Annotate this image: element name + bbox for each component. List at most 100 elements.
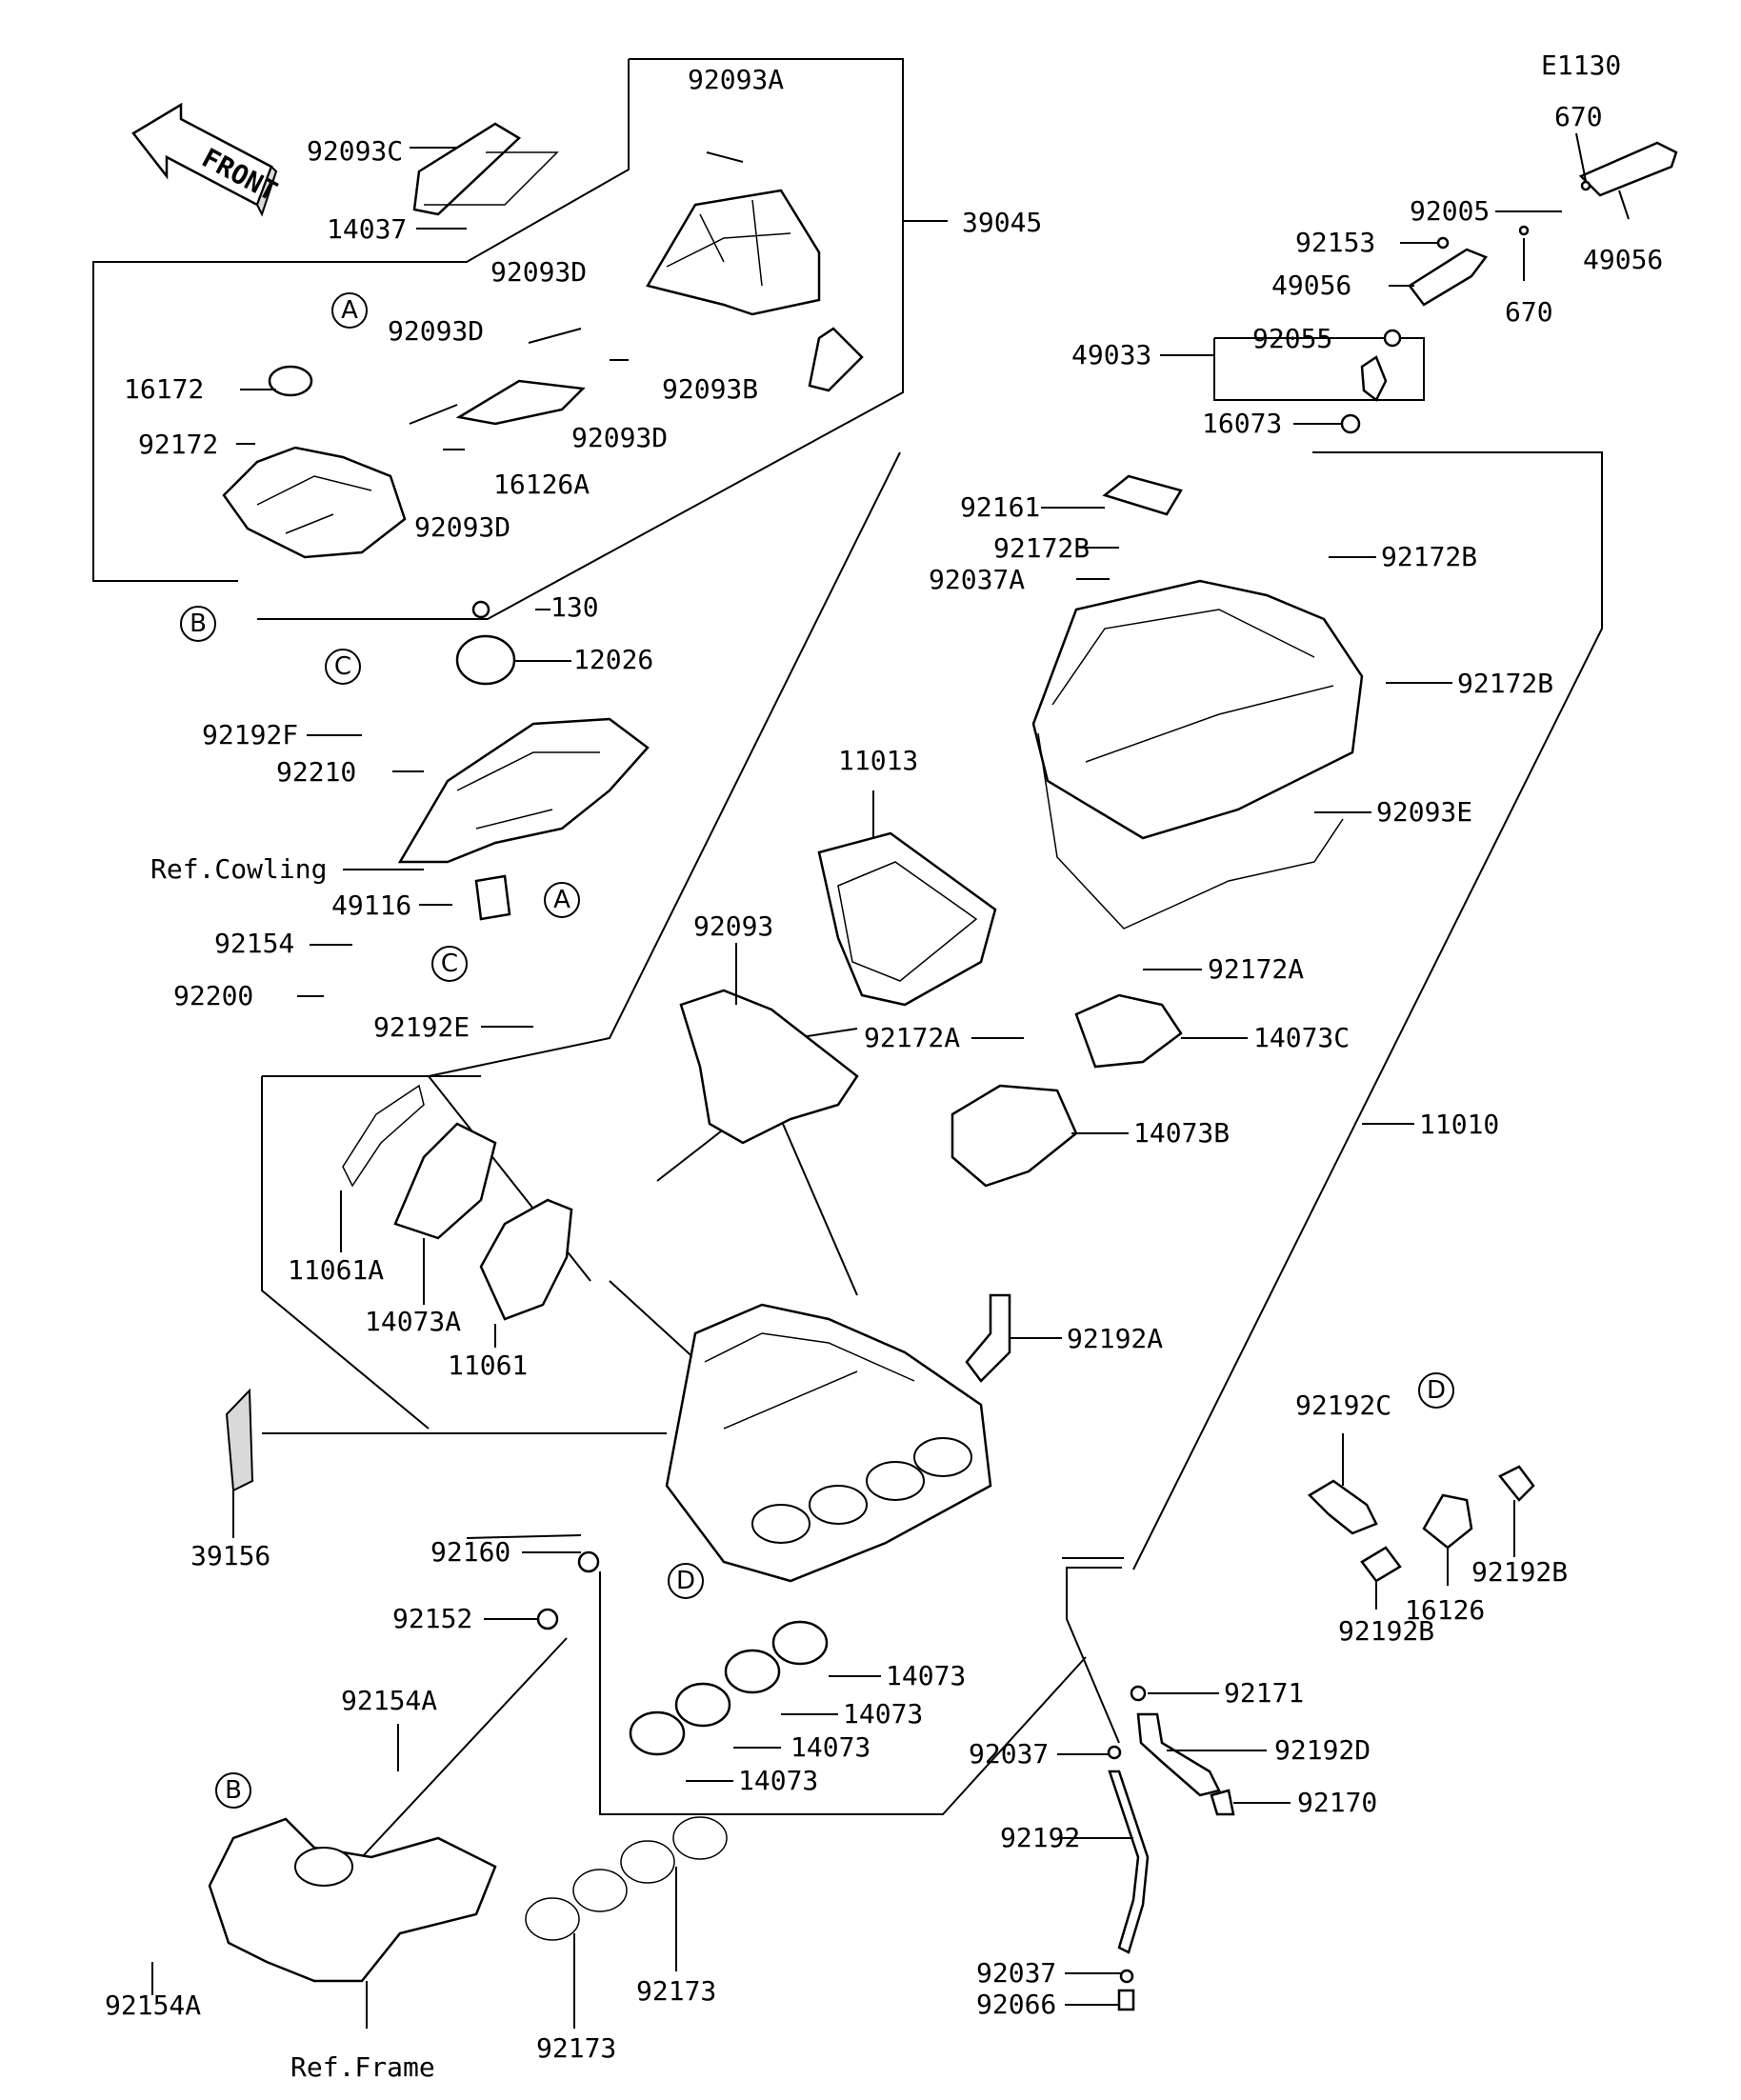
label-11010: 11010 [1419,1109,1499,1140]
lower-duct-cover [222,446,407,559]
airbox-cover [1031,579,1364,840]
grommet-92160 [577,1550,600,1573]
callout-c-mid: C [431,946,468,982]
label-92192: 92192 [1000,1822,1080,1853]
gasket-92093 [679,989,859,1145]
callout-b-top: B [180,606,216,642]
hose-92192b-upper [1498,1465,1535,1502]
label-14073-c: 14073 [790,1731,870,1763]
label-92093d-d: 92093D [414,511,510,543]
label-92154a-top: 92154A [341,1685,437,1716]
label-16126: 16126 [1405,1594,1485,1626]
callout-d-right: D [1418,1372,1454,1409]
diagram-code: E1130 [1541,50,1621,81]
label-49116: 49116 [331,890,411,921]
svg-text:A: A [341,296,358,325]
label-92200: 92200 [173,980,253,1011]
label-92173-left: 92173 [536,2032,616,2064]
label-92093e: 92093E [1376,796,1472,828]
valve-16126 [1422,1493,1473,1550]
bolt-92153 [1436,236,1450,250]
part-labels: E1130 92093A 92093C 14037 39045 92093D 9… [105,50,1663,2083]
label-49056-right: 49056 [1583,244,1663,275]
callout-d-box: D [668,1563,704,1599]
label-ref-frame: Ref.Frame [290,2051,435,2083]
hose-92192 [1108,1770,1150,1954]
label-14073-d: 14073 [738,1765,818,1796]
clamp-92037-lower [1119,1969,1134,1984]
svg-text:D: D [1427,1376,1446,1405]
label-92192a: 92192A [1067,1323,1163,1354]
svg-text:A: A [553,886,570,914]
label-49056-left: 49056 [1271,270,1351,301]
label-92172b-b: 92172B [1381,541,1477,572]
label-92154a-bottom: 92154A [105,1990,201,2021]
label-670-top: 670 [1554,101,1603,132]
callout-c-top: C [325,649,361,685]
cover-14073a [393,1122,497,1240]
label-92037-bottom: 92037 [976,1957,1056,1989]
sensor-49116 [474,874,511,921]
label-92093a: 92093A [688,64,784,95]
label-92172b-c: 92172B [1457,668,1553,699]
label-16073: 16073 [1202,408,1282,439]
label-92210: 92210 [276,756,356,788]
svg-text:C: C [334,652,351,681]
bushing-16073 [1340,413,1361,434]
svg-text:C: C [441,950,458,978]
callout-b-bottom: B [215,1772,251,1809]
label-92172: 92172 [138,429,218,460]
leader-lines [151,132,1630,2029]
clamp-92037 [1107,1745,1122,1760]
svg-text:B: B [190,610,207,638]
valve-cap [268,365,313,397]
label-130: 130 [550,591,599,623]
frame-section [208,1817,497,1983]
front-arrow-icon: FRONT [131,102,283,217]
clamps-92173 [525,1816,728,1941]
label-14073b: 14073B [1133,1117,1230,1149]
label-92161: 92161 [960,491,1040,523]
label-92037a: 92037A [929,564,1025,595]
label-49033: 49033 [1071,339,1151,370]
label-11061a: 11061A [288,1254,384,1286]
svg-text:D: D [676,1567,695,1595]
o-ring-670-b [1518,225,1530,236]
label-92173-right: 92173 [636,1975,716,2007]
label-92154: 92154 [214,928,294,959]
label-92160: 92160 [430,1536,510,1568]
callout-a-mid: A [544,882,580,918]
label-92093c: 92093C [307,135,403,167]
fuel-rail-49056-left [1408,248,1488,307]
label-92093d-b: 92093D [388,315,484,347]
injector-49033 [1360,355,1388,402]
label-92066: 92066 [976,1989,1056,2020]
label-39156: 39156 [190,1540,270,1571]
clamp-92171 [1130,1685,1147,1702]
label-14037: 14037 [327,213,407,245]
label-92192d: 92192D [1274,1734,1371,1766]
label-16126a: 16126A [493,469,590,500]
o-ring-670-a [1580,180,1591,191]
label-92037-top: 92037 [969,1738,1049,1770]
label-92192f: 92192F [202,719,298,750]
svg-text:B: B [225,1776,242,1805]
collar-92152 [536,1608,559,1630]
label-16172: 16172 [124,373,204,405]
label-92093b: 92093B [662,373,758,405]
callout-circles: A A B B C C D D [180,292,1454,1809]
label-92192c: 92192C [1295,1390,1391,1421]
hose-92192b-lower [1360,1546,1402,1583]
label-92093d-a: 92093D [490,256,587,288]
bracket-cowling [397,717,650,864]
label-92093: 92093 [693,910,773,942]
hose-92192a [965,1293,1011,1383]
label-11013: 11013 [838,745,918,776]
gasket-11061 [479,1198,573,1321]
plate-92161 [1102,474,1183,516]
seal-pad-92093c [412,122,522,216]
label-92055: 92055 [1252,323,1332,354]
label-14073-b: 14073 [843,1698,923,1730]
label-92192b-right: 92192B [1471,1556,1568,1588]
